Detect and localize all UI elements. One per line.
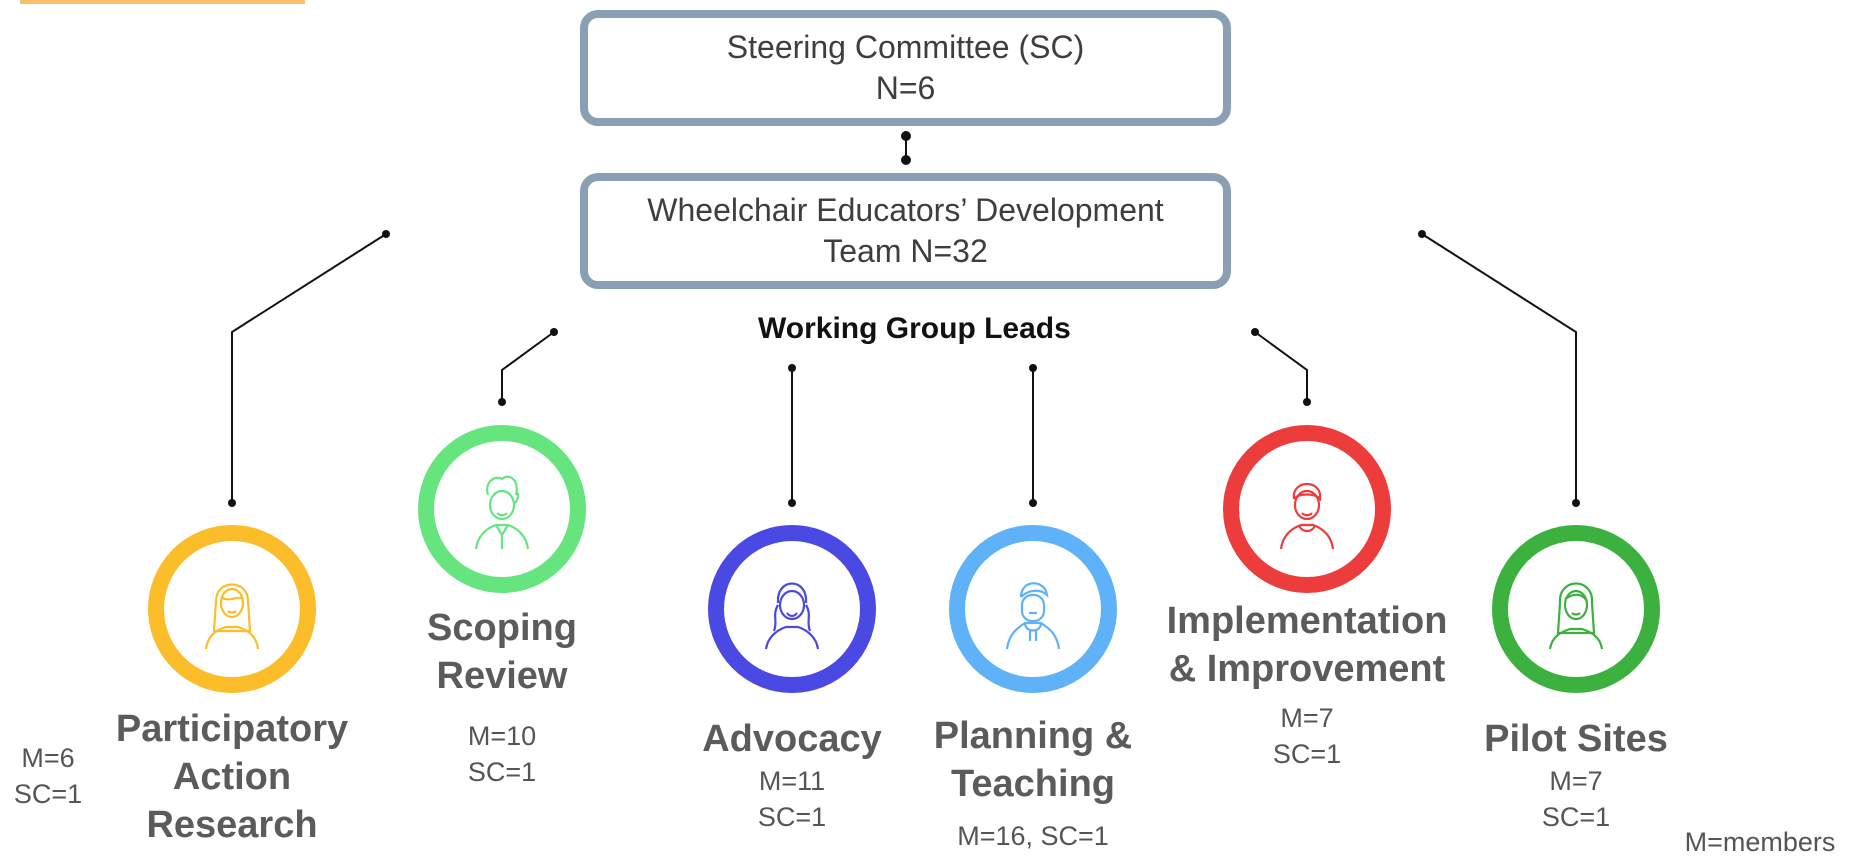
group-meta-advocacy: M=11 SC=1 bbox=[732, 763, 852, 835]
implementation-circle bbox=[1223, 425, 1391, 593]
development-team-line1: Wheelchair Educators’ Development bbox=[647, 192, 1164, 228]
group-label-par-line3: Research bbox=[146, 804, 318, 846]
group-label-advocacy: Advocacy bbox=[672, 715, 912, 763]
person-long-hair-icon bbox=[204, 583, 260, 650]
planning-circle bbox=[949, 525, 1117, 693]
group-label-pilot: Pilot Sites bbox=[1456, 715, 1696, 763]
group-meta-pilot-members: M=7 bbox=[1549, 766, 1603, 796]
par-circle bbox=[148, 525, 316, 693]
pilot-circle bbox=[1492, 525, 1660, 693]
group-label-advocacy-line1: Advocacy bbox=[702, 718, 882, 760]
group-meta-par-sc: SC=1 bbox=[13, 779, 83, 809]
person-short-hair-icon bbox=[1279, 483, 1335, 550]
person-hoodie-icon bbox=[1005, 582, 1061, 650]
group-label-planning-line1: Planning & bbox=[933, 715, 1133, 757]
connector-par bbox=[231, 233, 387, 503]
group-label-implementation-line1: Implementation bbox=[1166, 600, 1448, 642]
group-meta-pilot-sc: SC=1 bbox=[1541, 802, 1611, 832]
connector-scoping bbox=[501, 331, 555, 402]
connector-implementation bbox=[1254, 331, 1308, 402]
steering-committee-box: Steering Committee (SC) N=6 bbox=[580, 10, 1231, 126]
steering-committee-count: N=6 bbox=[875, 70, 936, 106]
group-meta-implementation: M=7 SC=1 bbox=[1247, 700, 1367, 772]
group-label-pilot-line1: Pilot Sites bbox=[1484, 718, 1668, 760]
group-label-scoping-line2: Review bbox=[436, 655, 568, 697]
advocacy-circle bbox=[708, 525, 876, 693]
footnote-members: M=members bbox=[1684, 827, 1836, 857]
connector-sc-team bbox=[901, 131, 911, 165]
group-label-implementation-line2: & Improvement bbox=[1168, 648, 1446, 690]
group-label-par-line1: Participatory bbox=[115, 708, 349, 750]
group-label-implementation: Implementation & Improvement bbox=[1157, 597, 1457, 693]
group-meta-implementation-members: M=7 bbox=[1280, 703, 1334, 733]
person-long-hair-icon bbox=[1548, 582, 1604, 650]
steering-committee-title: Steering Committee (SC) bbox=[726, 29, 1085, 65]
scoping-circle bbox=[418, 425, 586, 593]
development-team-line2: Team N=32 bbox=[823, 233, 988, 269]
group-meta-planning-members-sc: M=16, SC=1 bbox=[957, 821, 1109, 851]
group-meta-scoping: M=10 SC=1 bbox=[442, 718, 562, 790]
group-meta-par-members: M=6 bbox=[21, 743, 75, 773]
group-label-planning: Planning & Teaching bbox=[913, 712, 1153, 808]
group-label-scoping: Scoping Review bbox=[382, 604, 622, 700]
group-label-planning-line2: Teaching bbox=[951, 763, 1115, 805]
group-meta-advocacy-members: M=11 bbox=[758, 766, 826, 796]
development-team-box: Wheelchair Educators’ Development Team N… bbox=[580, 173, 1231, 289]
accent-bar bbox=[20, 0, 305, 4]
group-meta-scoping-sc: SC=1 bbox=[467, 757, 537, 787]
group-meta-par: M=6 SC=1 bbox=[4, 740, 92, 812]
person-curly-hair-icon bbox=[474, 475, 530, 550]
connector-pilot bbox=[1421, 233, 1577, 503]
group-meta-scoping-members: M=10 bbox=[467, 721, 537, 751]
group-meta-advocacy-sc: SC=1 bbox=[757, 802, 827, 832]
group-label-par-line2: Action bbox=[172, 756, 292, 798]
group-label-par: Participatory Action Research bbox=[82, 705, 382, 849]
person-braids-icon bbox=[764, 582, 820, 650]
group-label-scoping-line1: Scoping bbox=[427, 607, 577, 649]
working-group-leads-label: Working Group Leads bbox=[758, 312, 1071, 345]
group-meta-pilot: M=7 SC=1 bbox=[1516, 763, 1636, 835]
group-meta-planning: M=16, SC=1 bbox=[933, 818, 1133, 854]
group-meta-implementation-sc: SC=1 bbox=[1272, 739, 1342, 769]
